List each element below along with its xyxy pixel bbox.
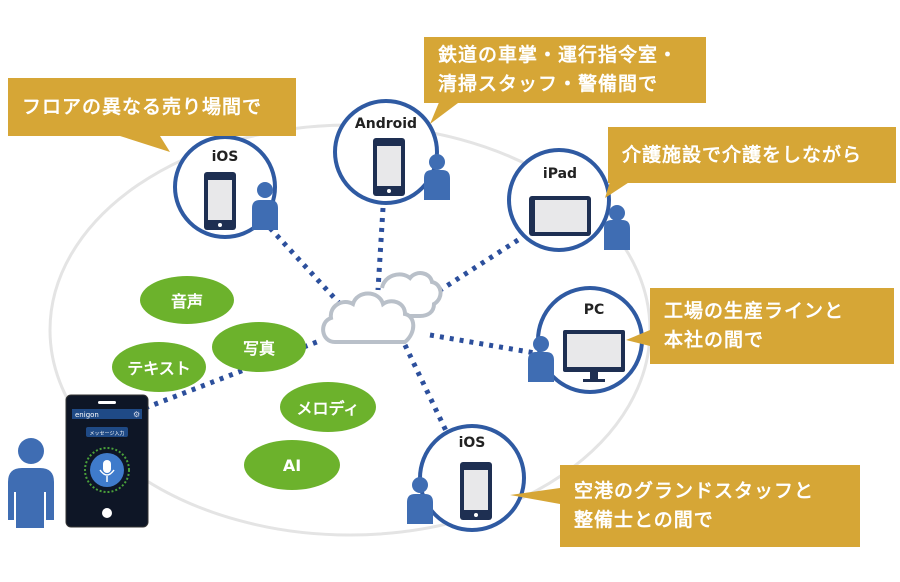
person-icon: [424, 154, 450, 200]
gear-icon: ⚙: [133, 410, 140, 419]
link-pc: [429, 332, 536, 356]
link-ipad: [426, 237, 520, 301]
callout-pointer: [626, 330, 650, 346]
monitor-icon: [563, 330, 625, 382]
smartphone-icon: [204, 172, 236, 230]
feature-text: テキスト: [112, 342, 206, 392]
feature-melody: メロディ: [280, 382, 376, 432]
node-label-android: Android: [354, 116, 418, 132]
callout-floor: フロアの異なる売り場間で: [8, 78, 296, 136]
person-icon: [8, 438, 54, 528]
feature-ai: AI: [244, 440, 340, 490]
link-android: [375, 207, 386, 291]
node-label-ios-top: iOS: [211, 149, 239, 165]
callout-pointer: [430, 100, 462, 124]
person-icon: [604, 205, 630, 250]
tablet-icon: [529, 196, 591, 236]
feature-voice: 音声: [140, 276, 234, 324]
callout-factory: 工場の生産ラインと 本社の間で: [650, 288, 894, 364]
smartphone-icon: [460, 462, 492, 520]
callout-railway: 鉄道の車掌・運行指令室・ 清掃スタッフ・警備間で: [424, 37, 706, 103]
cloud-icon: [321, 271, 443, 344]
person-icon: [528, 336, 554, 382]
node-label-ios-bottom: iOS: [458, 435, 486, 451]
callout-pointer: [510, 488, 560, 504]
person-icon: [252, 182, 278, 230]
person-icon: [407, 477, 433, 524]
message-input-button[interactable]: メッセージ入力: [90, 430, 125, 437]
node-label-ipad: iPad: [542, 166, 578, 182]
feature-photo: 写真: [212, 322, 306, 372]
link-main-phone: [144, 337, 323, 411]
connection-lines: [144, 207, 536, 437]
main-phone-app-name: enigon: [75, 411, 99, 419]
callout-pointer: [120, 136, 170, 152]
smartphone-icon: [373, 138, 405, 196]
main-smartphone: [65, 394, 149, 528]
link-ios-bottom: [402, 343, 451, 437]
callout-care: 介護施設で介護をしながら: [608, 127, 896, 183]
node-label-pc: PC: [583, 302, 605, 318]
callout-airport: 空港のグランドスタッフと 整備士との間で: [560, 465, 860, 547]
